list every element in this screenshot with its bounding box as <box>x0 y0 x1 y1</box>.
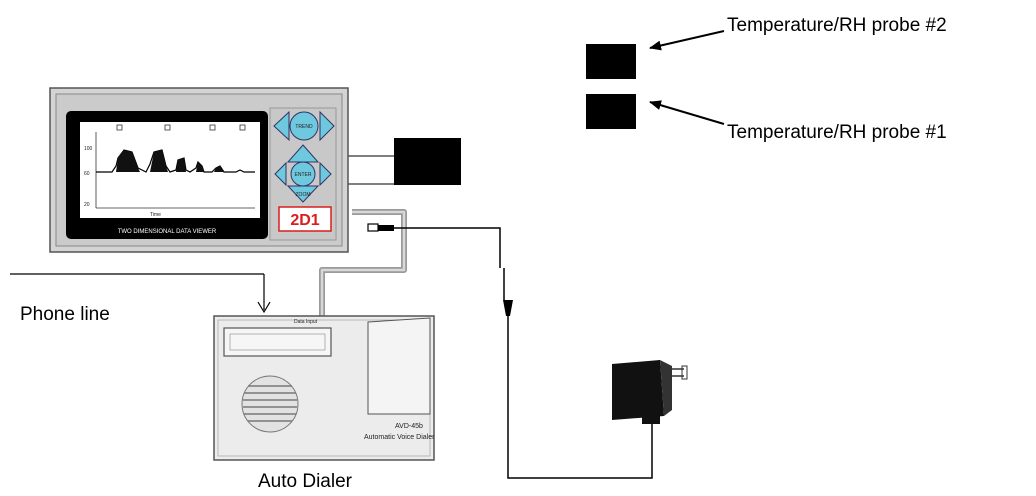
transmitter-module <box>394 138 461 185</box>
logo-text: 2D1 <box>290 212 319 229</box>
svg-text:Time: Time <box>150 212 161 218</box>
phone-line <box>10 273 271 314</box>
auto-dialer-label: Auto Dialer <box>258 471 353 492</box>
right-arrow-button[interactable] <box>319 110 335 142</box>
viewer-screen-caption: TWO DIMENSIONAL DATA VIEWER <box>118 229 217 235</box>
zoom-button-label: ZOOM <box>296 192 311 198</box>
auto-dialer-device: Data Input AVD-45b Automatic Voice Diale… <box>213 315 435 461</box>
dialer-display <box>223 327 332 357</box>
power-plug <box>367 223 394 232</box>
svg-text:20: 20 <box>84 202 90 208</box>
probe-2-label: Temperature/RH probe #2 <box>727 15 947 36</box>
phone-line-label: Phone line <box>20 304 110 325</box>
power-cable <box>378 227 653 479</box>
left-pad-button[interactable] <box>274 161 287 187</box>
svg-text:100: 100 <box>84 146 93 152</box>
probe-2-arrow <box>649 30 725 51</box>
viewer-to-box-cable <box>348 155 394 185</box>
probe-2 <box>586 44 636 79</box>
data-viewer-device: 100 60 20 Time TWO DIMENSIONAL DATA VIEW… <box>49 87 349 253</box>
trend-button-label: TREND <box>295 124 313 130</box>
enter-button-label: ENTER <box>295 172 312 178</box>
logo-badge <box>278 206 332 232</box>
left-arrow-button[interactable] <box>273 110 290 142</box>
dialer-port-label: Data Input <box>294 319 318 325</box>
probe-1-label: Temperature/RH probe #1 <box>727 122 947 143</box>
trend-button[interactable] <box>289 111 319 141</box>
svg-text:60: 60 <box>84 171 90 177</box>
viewer-screen: 100 60 20 Time <box>80 122 260 218</box>
right-pad-button[interactable] <box>319 161 332 187</box>
enter-button[interactable] <box>290 161 316 187</box>
probe-1-arrow <box>649 100 725 125</box>
dialer-side-panel <box>367 317 431 415</box>
power-adapter <box>612 360 688 424</box>
dialer-model: AVD-45b <box>395 423 423 430</box>
probe-1 <box>586 94 636 129</box>
cable-connector <box>503 300 513 316</box>
dialer-description: Automatic Voice Dialer <box>364 434 435 441</box>
dialer-speaker-grille <box>241 375 299 433</box>
